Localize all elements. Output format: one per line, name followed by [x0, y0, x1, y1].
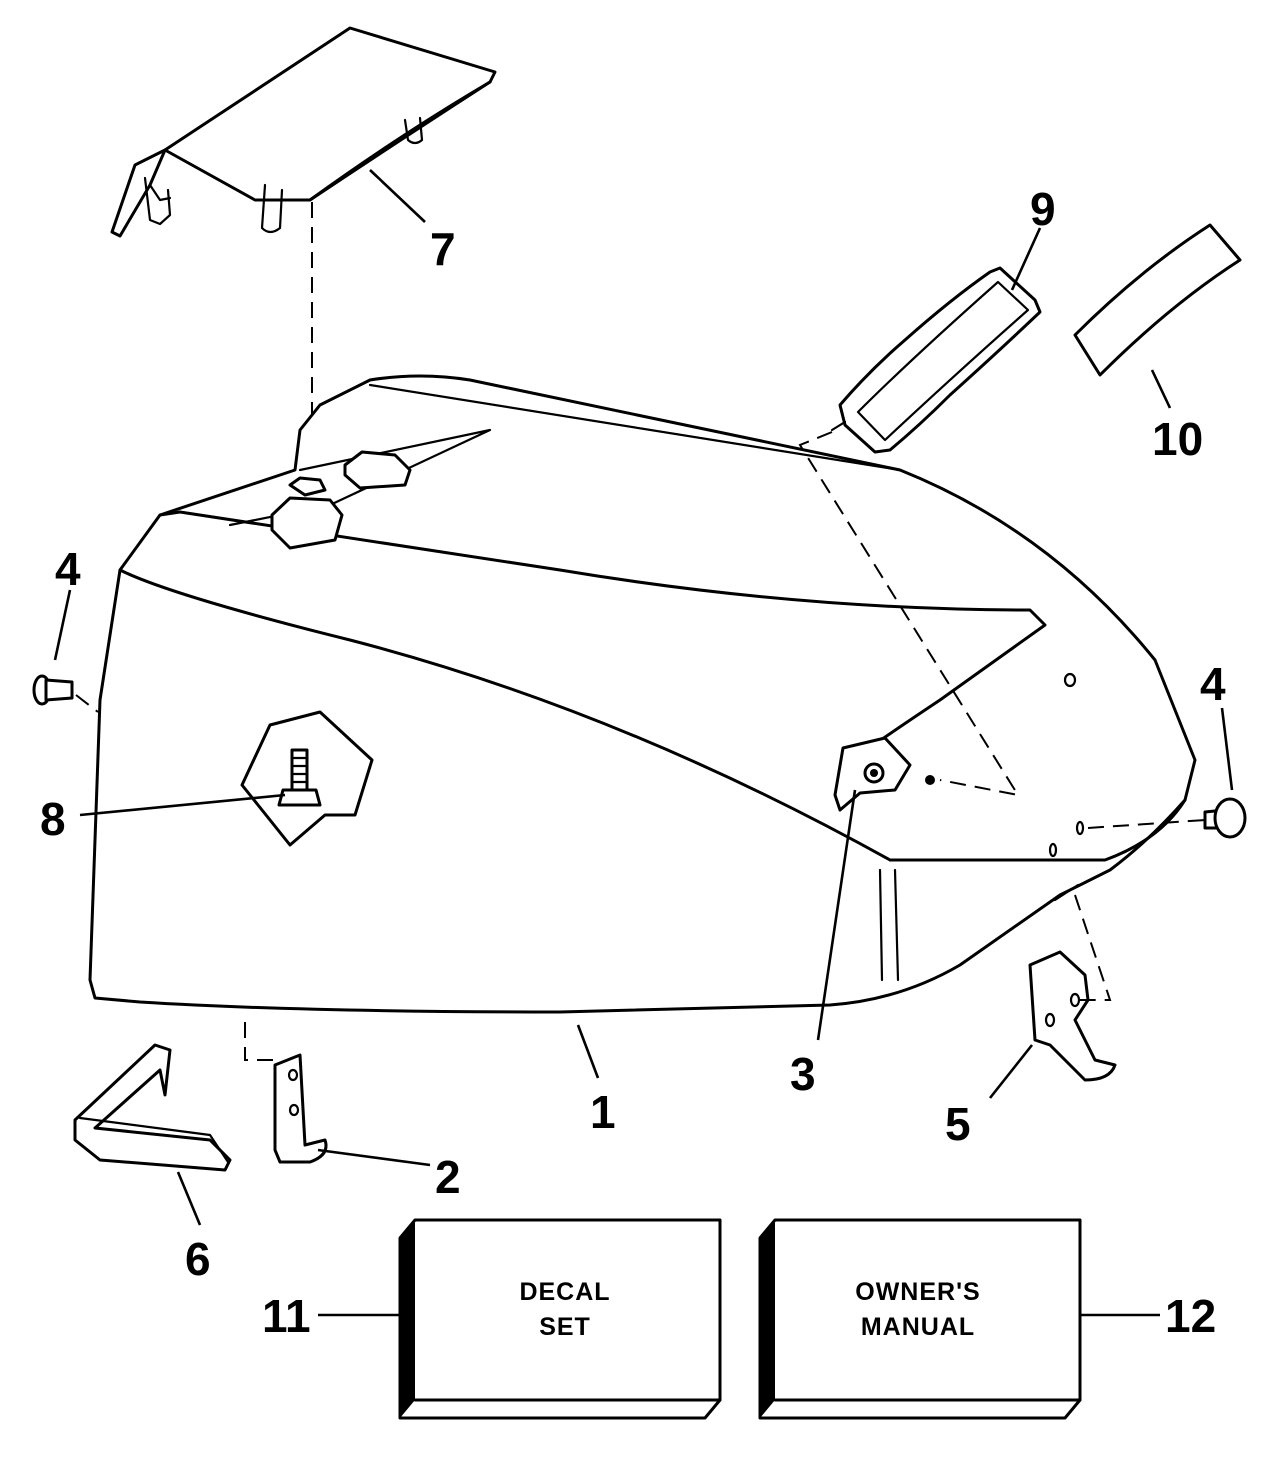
- decal-set-line2: SET: [539, 1313, 591, 1341]
- part-4-pin-left: [32, 674, 99, 713]
- part-5-bracket: [1028, 894, 1117, 1082]
- owners-manual-line2: MANUAL: [861, 1313, 975, 1341]
- callout-3: 3: [790, 1048, 816, 1100]
- part-2-bracket: [244, 1022, 328, 1164]
- part-4-pin-right: [1087, 797, 1247, 839]
- callout-5: 5: [945, 1098, 971, 1150]
- callout-11: 11: [262, 1290, 311, 1342]
- part-6-seal-strip: [73, 1043, 232, 1172]
- callout-8: 8: [40, 793, 66, 845]
- callout-10: 10: [1152, 413, 1203, 465]
- callout-4-left: 4: [55, 543, 81, 595]
- part-9-guide-line: [798, 431, 1021, 797]
- owners-manual-box: OWNER'S MANUAL: [758, 1218, 1082, 1420]
- part-7-top-plate: [110, 26, 497, 238]
- callout-numbers: 7 9 10 4 4 8 3 1 5 2 6 11 12: [40, 183, 1226, 1342]
- decal-set-line1: DECAL: [519, 1278, 610, 1306]
- callout-1: 1: [590, 1086, 616, 1138]
- callout-6: 6: [185, 1233, 211, 1285]
- callout-2: 2: [435, 1151, 461, 1203]
- callout-12: 12: [1165, 1290, 1216, 1342]
- part-8-screw: [240, 710, 374, 847]
- decal-set-box: DECAL SET: [398, 1218, 722, 1420]
- callout-9: 9: [1030, 183, 1056, 235]
- callout-4-right: 4: [1200, 658, 1226, 710]
- owners-manual-line1: OWNER'S: [855, 1278, 980, 1306]
- callout-7: 7: [430, 223, 456, 275]
- leader-lines: [53, 169, 1234, 1317]
- part-1-motor-cover: [88, 374, 1197, 1014]
- part-9-seal: [830, 266, 1042, 454]
- part-10-strip: [1073, 223, 1242, 377]
